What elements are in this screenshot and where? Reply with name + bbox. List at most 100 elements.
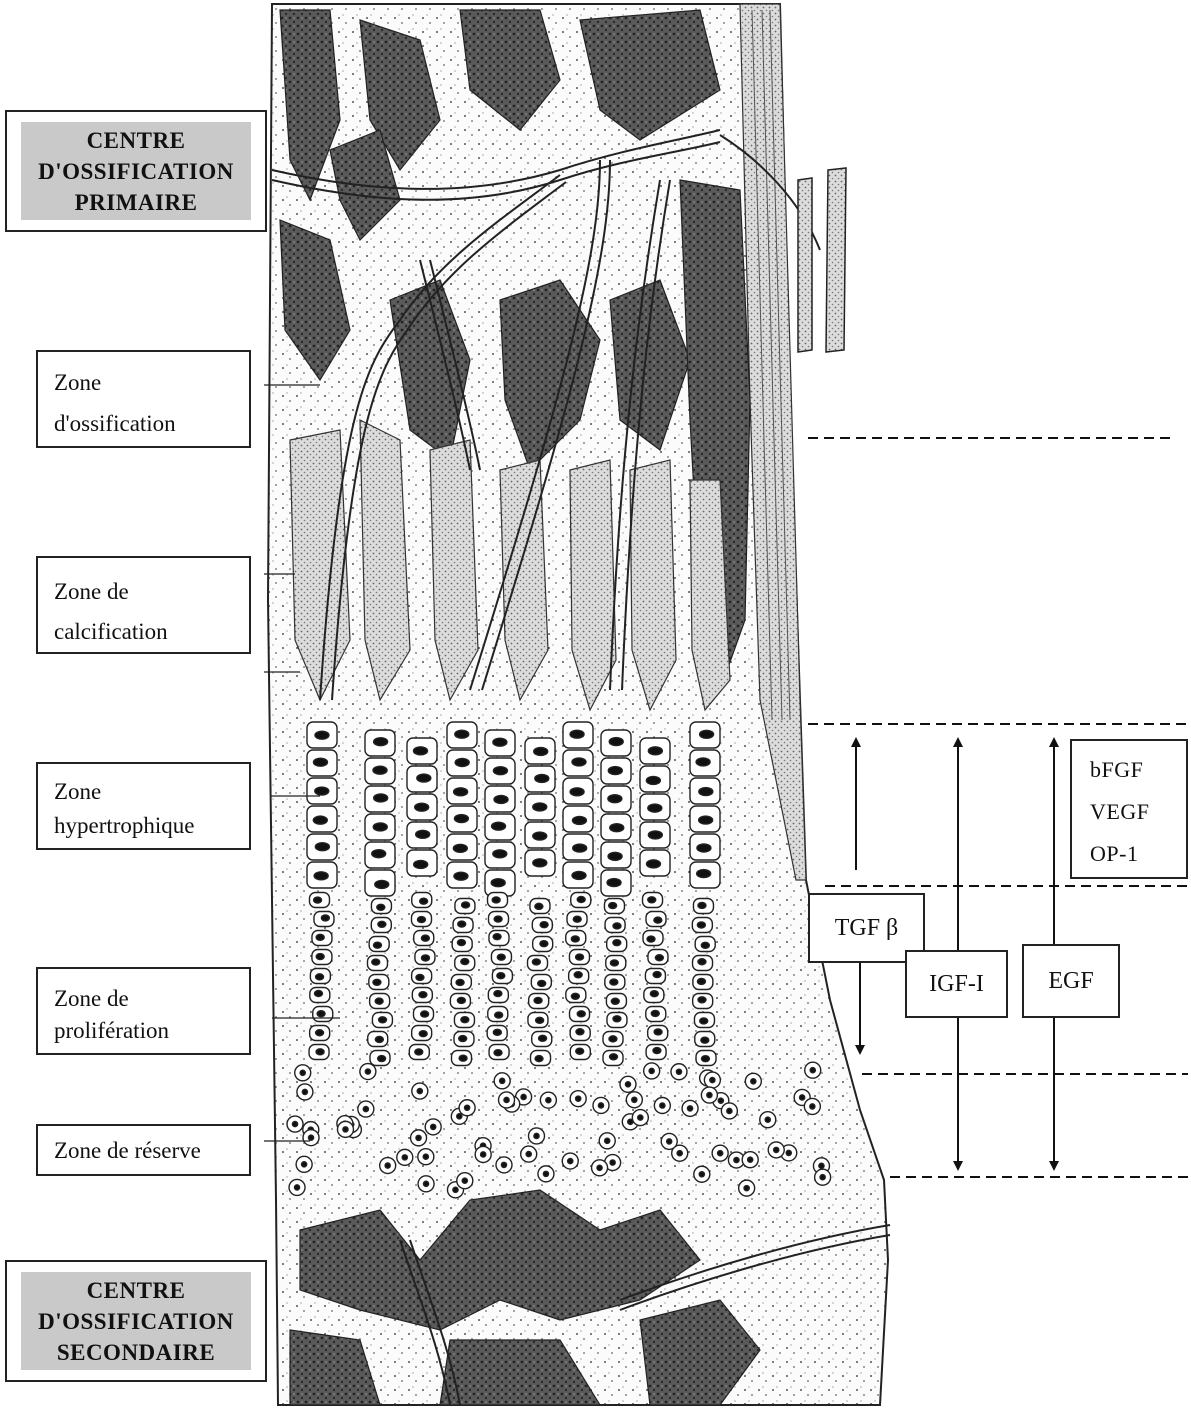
- reserve-chondrocyte-nucleus: [576, 1096, 581, 1101]
- secondary-label-line-3: SECONDAIRE: [57, 1337, 215, 1368]
- zone-hypertrophique-line-1: Zone: [54, 774, 101, 810]
- chondrocyte-nucleus: [419, 992, 427, 998]
- reserve-chondrocyte-nucleus: [786, 1150, 791, 1155]
- factor-op1: OP-1: [1090, 841, 1138, 867]
- secondary-label-line-2: D'OSSIFICATION: [38, 1306, 234, 1337]
- reserve-chondrocyte-nucleus: [610, 1160, 615, 1165]
- chondrocyte-nucleus: [415, 1049, 423, 1055]
- chondrocyte-nucleus: [492, 897, 500, 903]
- reserve-chondrocyte-nucleus: [431, 1124, 436, 1129]
- reserve-chondrocyte-nucleus: [526, 1152, 531, 1157]
- chondrocyte-nucleus: [493, 738, 507, 746]
- chondrocyte-nucleus: [535, 774, 549, 782]
- reserve-chondrocyte-nucleus: [598, 1103, 603, 1108]
- chondrocyte-nucleus: [493, 934, 501, 940]
- reserve-chondrocyte-nucleus: [302, 1089, 307, 1094]
- chondrocyte-nucleus: [461, 1017, 469, 1023]
- chondrocyte-nucleus: [316, 974, 324, 980]
- zone-calcification-line-2: calcification: [54, 614, 168, 650]
- chondrocyte-nucleus: [314, 897, 322, 903]
- chondrocyte-nucleus: [461, 959, 469, 965]
- reserve-chondrocyte-nucleus: [457, 1114, 462, 1119]
- chondrocyte-nucleus: [315, 731, 329, 739]
- chondrocyte-nucleus: [454, 815, 468, 823]
- chondrocyte-nucleus: [494, 1050, 502, 1056]
- reserve-chondrocyte-nucleus: [718, 1098, 723, 1103]
- reserve-chondrocyte-nucleus: [343, 1127, 348, 1132]
- chondrocyte-nucleus: [494, 991, 502, 997]
- chondrocyte-nucleus: [413, 747, 427, 755]
- chondrocyte-nucleus: [570, 788, 584, 796]
- chondrocyte-nucleus: [648, 804, 662, 812]
- chondrocyte-nucleus: [651, 1010, 659, 1016]
- chondrocyte-nucleus: [536, 1017, 544, 1023]
- reserve-chondrocyte-nucleus: [800, 1095, 805, 1100]
- chondrocyte-nucleus: [534, 747, 548, 755]
- reserve-chondrocyte-nucleus: [748, 1157, 753, 1162]
- chondrocyte-nucleus: [374, 738, 388, 746]
- chondrocyte-nucleus: [459, 1036, 467, 1042]
- reserve-chondrocyte-nucleus: [687, 1106, 692, 1111]
- chondrocyte-nucleus: [494, 795, 508, 803]
- reserve-chondrocyte-nucleus: [734, 1157, 739, 1162]
- reserve-chondrocyte-nucleus: [402, 1155, 407, 1160]
- reserve-chondrocyte-nucleus: [710, 1077, 715, 1082]
- chondrocyte-nucleus: [313, 758, 327, 766]
- chondrocyte-nucleus: [420, 898, 428, 904]
- chondrocyte-nucleus: [421, 955, 429, 961]
- chondrocyte-nucleus: [375, 1036, 383, 1042]
- chondrocyte-nucleus: [571, 936, 579, 942]
- chondrocyte-nucleus: [497, 954, 505, 960]
- chondrocyte-nucleus: [540, 922, 548, 928]
- reserve-chondrocyte-nucleus: [423, 1181, 428, 1186]
- chondrocyte-nucleus: [379, 1017, 387, 1023]
- zone-hypertrophique-line-2: hypertrophique: [54, 808, 195, 844]
- primary-label-line-1: CENTRE: [87, 125, 186, 156]
- chondrocyte-nucleus: [698, 997, 706, 1003]
- chondrocyte-nucleus: [648, 747, 662, 755]
- chondrocyte-nucleus: [610, 979, 618, 985]
- chondrocyte-nucleus: [454, 872, 468, 880]
- chondrocyte-nucleus: [698, 902, 706, 908]
- chondrocyte-nucleus: [698, 959, 706, 965]
- reserve-chondrocyte-nucleus: [810, 1068, 815, 1073]
- reserve-chondrocyte-nucleus: [416, 1135, 421, 1140]
- reserve-chondrocyte-nucleus: [707, 1092, 712, 1097]
- chondrocyte-nucleus: [457, 997, 465, 1003]
- reserve-chondrocyte-nucleus: [699, 1172, 704, 1177]
- chondrocyte-nucleus: [613, 1016, 621, 1022]
- chondrocyte-nucleus: [316, 954, 324, 960]
- chondrocyte-nucleus: [419, 1031, 427, 1037]
- reserve-chondrocyte-nucleus: [294, 1185, 299, 1190]
- chondrocyte-nucleus: [573, 916, 581, 922]
- chondrocyte-nucleus: [608, 795, 622, 803]
- chondrocyte-nucleus: [696, 758, 710, 766]
- chondrocyte-nucleus: [701, 1056, 709, 1062]
- reserve-chondrocyte-nucleus: [308, 1135, 313, 1140]
- reserve-chondrocyte-nucleus: [568, 1158, 573, 1163]
- chondrocyte-nucleus: [492, 822, 506, 830]
- reserve-chondrocyte-nucleus: [625, 1082, 630, 1087]
- chondrocyte-nucleus: [697, 844, 711, 852]
- factor-group-box: bFGF VEGF OP-1: [1070, 739, 1188, 879]
- chondrocyte-nucleus: [655, 955, 663, 961]
- chondrocyte-nucleus: [700, 1018, 708, 1024]
- chondrocyte-nucleus: [453, 844, 467, 852]
- reserve-chondrocyte-nucleus: [677, 1151, 682, 1156]
- chondrocyte-nucleus: [416, 830, 430, 838]
- reserve-chondrocyte-nucleus: [727, 1108, 732, 1113]
- chondrocyte-nucleus: [701, 1037, 709, 1043]
- reserve-chondrocyte-nucleus: [632, 1097, 637, 1102]
- chondrocyte-nucleus: [373, 942, 381, 948]
- chondrocyte-nucleus: [314, 872, 328, 880]
- primary-label-line-2: D'OSSIFICATION: [38, 156, 234, 187]
- chondrocyte-nucleus: [646, 776, 660, 784]
- chondrocyte-nucleus: [377, 904, 385, 910]
- reserve-chondrocyte-nucleus: [543, 1171, 548, 1176]
- chondrocyte-nucleus: [697, 978, 705, 984]
- secondary-label-shade: CENTRE D'OSSIFICATION SECONDAIRE: [21, 1272, 251, 1370]
- chondrocyte-nucleus: [459, 1055, 467, 1061]
- chondrocyte-nucleus: [313, 816, 327, 824]
- zone-ossification-line-1: Zone: [54, 365, 101, 401]
- chondrocyte-nucleus: [421, 1011, 429, 1017]
